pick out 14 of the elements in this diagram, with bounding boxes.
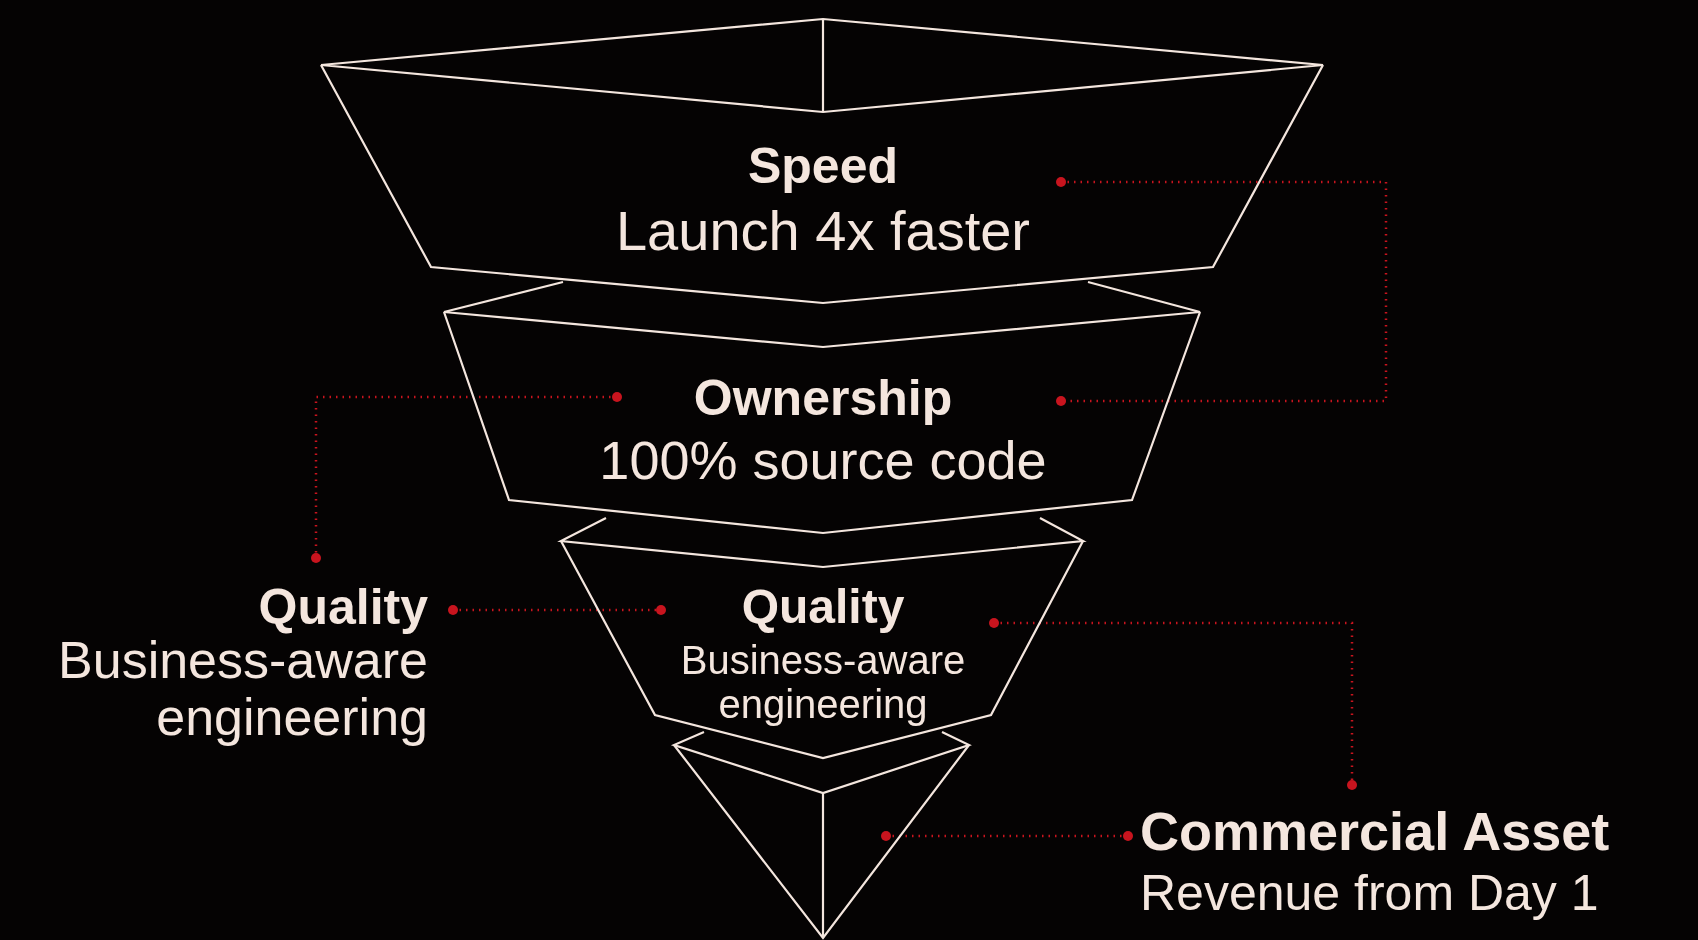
heading: Speed xyxy=(746,139,900,194)
leader-line xyxy=(989,618,1357,790)
leader-line xyxy=(881,831,1133,841)
heading: Quality xyxy=(257,580,428,635)
leader-line xyxy=(1056,177,1388,406)
subtitle: Revenue from Day 1 xyxy=(1140,866,1600,921)
leader-line xyxy=(448,605,666,615)
heading: Ownership xyxy=(692,371,954,426)
heading: Commercial Asset xyxy=(1140,802,1611,862)
leader-line xyxy=(311,392,622,563)
subtitle: 100% source code xyxy=(598,431,1048,491)
subtitle: Business-aware engineering xyxy=(679,638,967,726)
subtitle: Launch 4x faster xyxy=(614,200,1031,262)
heading: Quality xyxy=(740,581,906,634)
